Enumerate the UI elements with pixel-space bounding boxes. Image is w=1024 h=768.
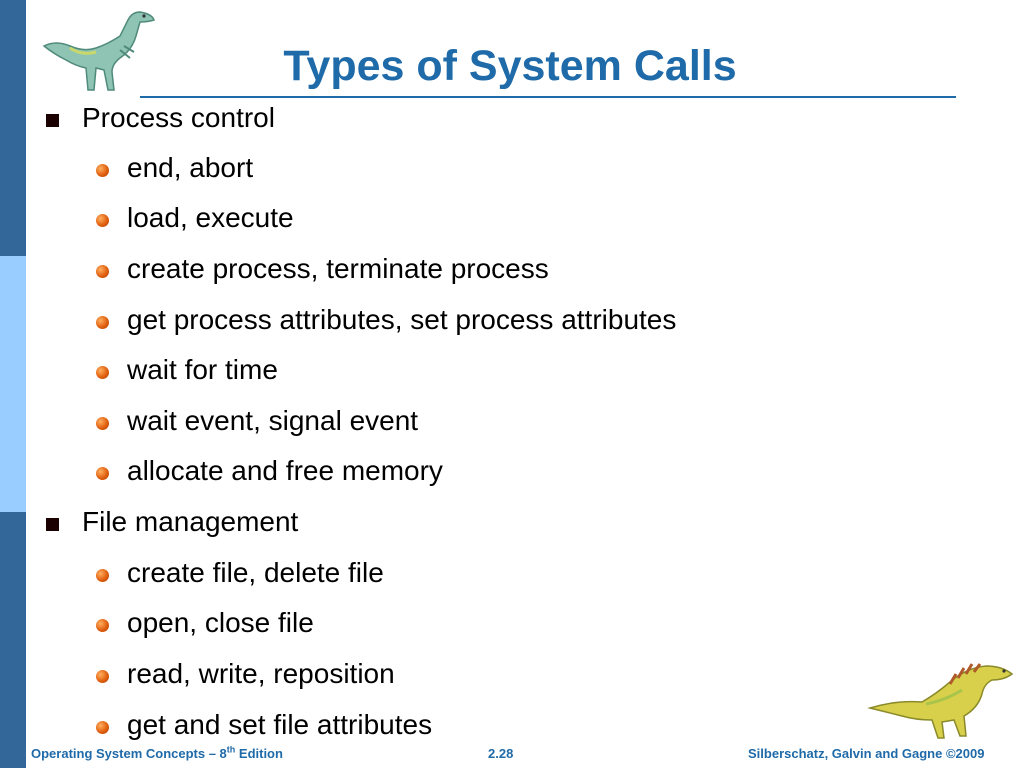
round-bullet-icon — [96, 569, 109, 582]
list-item: open, close file — [127, 607, 314, 638]
list-item: wait for time — [127, 354, 278, 385]
dinosaur-icon — [42, 11, 155, 91]
section-heading-process-control: Process control — [82, 102, 275, 133]
section-heading-file-management: File management — [82, 506, 299, 537]
sidebar-stripe-middle — [0, 256, 26, 512]
list-item: allocate and free memory — [127, 455, 443, 486]
title-underline — [140, 96, 956, 98]
round-bullet-icon — [96, 417, 109, 430]
list-item: read, write, reposition — [127, 658, 395, 689]
round-bullet-icon — [96, 467, 109, 480]
footer-book-title: Operating System Concepts – 8th Edition — [31, 744, 283, 761]
list-item: create process, terminate process — [127, 253, 549, 284]
list-item: load, execute — [127, 202, 294, 233]
round-bullet-icon — [96, 670, 109, 683]
round-bullet-icon — [96, 619, 109, 632]
round-bullet-icon — [96, 164, 109, 177]
round-bullet-icon — [96, 214, 109, 227]
square-bullet-icon — [46, 114, 59, 127]
dinosaur-icon — [867, 663, 1014, 739]
footer-edition-sup: th — [226, 744, 236, 755]
sidebar-stripe-bottom — [0, 512, 26, 768]
list-item: create file, delete file — [127, 557, 384, 588]
list-item: get and set file attributes — [127, 709, 433, 740]
slide-title: Types of System Calls — [283, 42, 737, 90]
footer-edition-text: Edition — [235, 746, 283, 761]
footer-copyright: Silberschatz, Galvin and Gagne ©2009 — [748, 746, 985, 761]
page-number: 2.28 — [488, 746, 514, 761]
footer-book-title-text: Operating System Concepts – 8 — [31, 746, 227, 761]
round-bullet-icon — [96, 316, 109, 329]
square-bullet-icon — [46, 518, 59, 531]
list-item: end, abort — [127, 152, 254, 183]
round-bullet-icon — [96, 265, 109, 278]
round-bullet-icon — [96, 366, 109, 379]
round-bullet-icon — [96, 721, 109, 734]
list-item: wait event, signal event — [127, 405, 419, 436]
list-item: get process attributes, set process attr… — [127, 304, 677, 335]
sidebar-stripe-top — [0, 0, 26, 256]
